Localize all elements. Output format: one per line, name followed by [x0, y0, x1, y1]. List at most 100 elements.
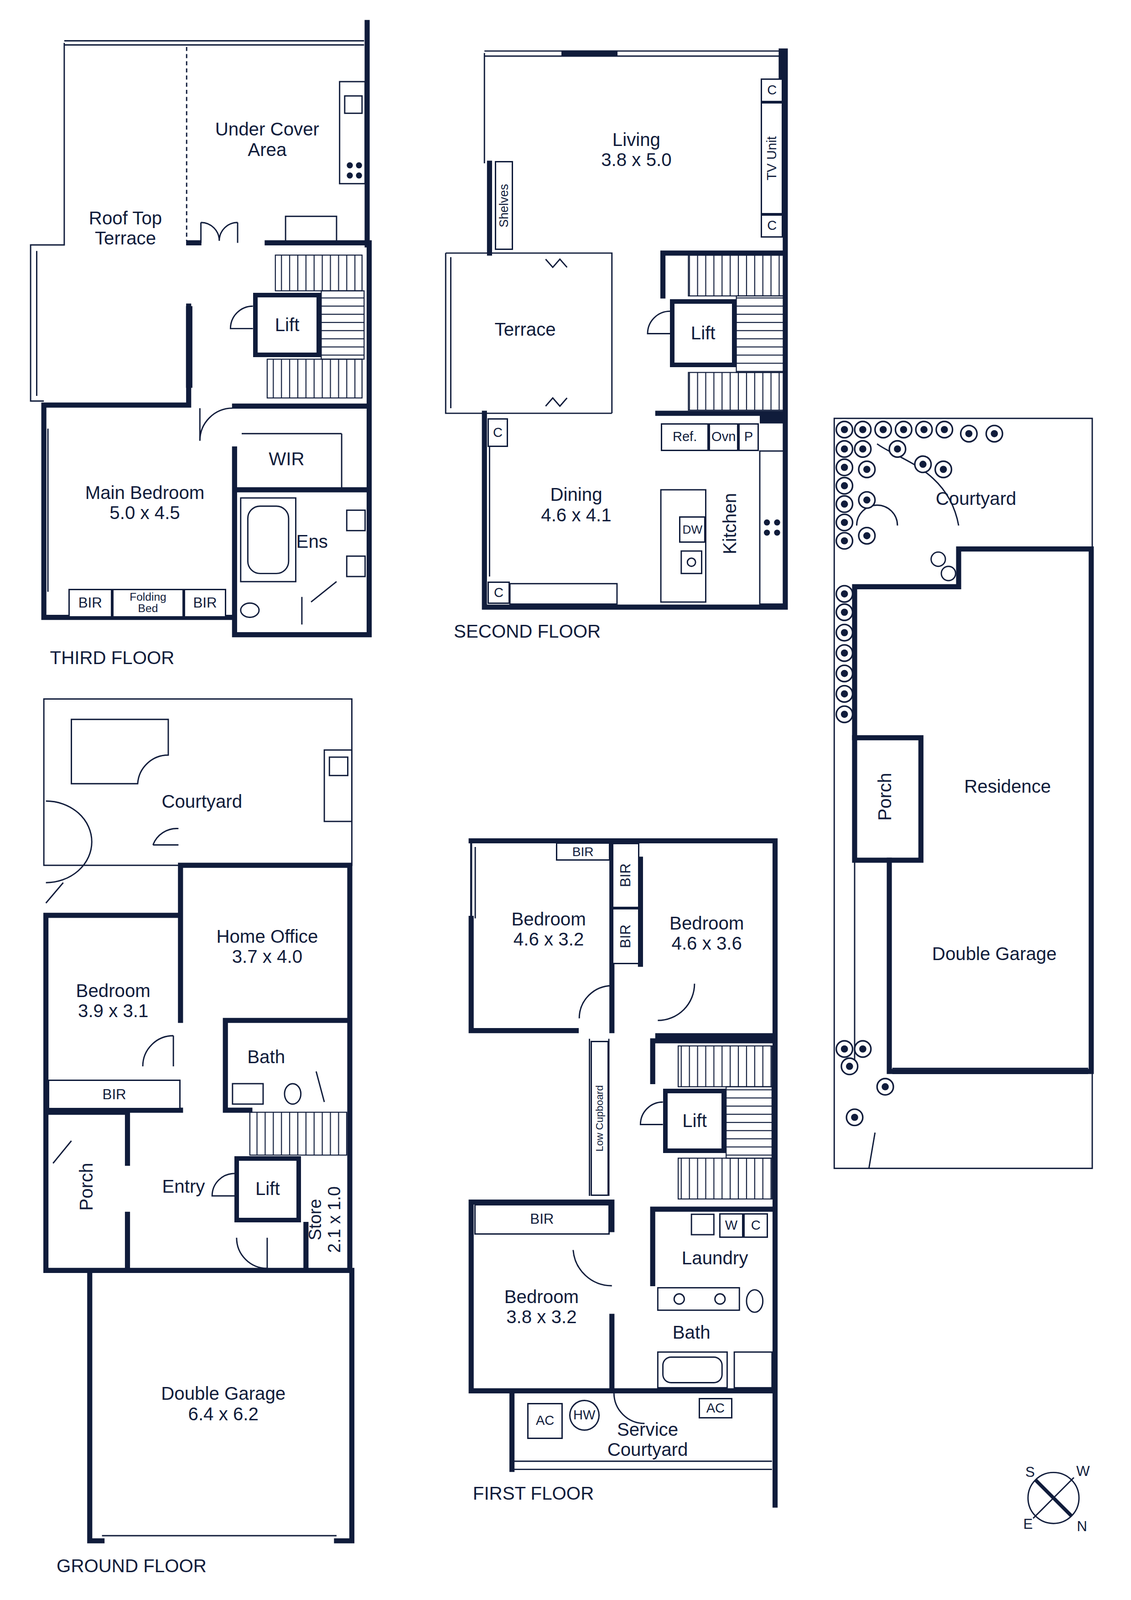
fixture-label: Lift [690, 322, 716, 343]
compass-letter: N [1076, 1518, 1088, 1535]
site-plan-trees [858, 527, 876, 545]
site-plan-trees [914, 456, 932, 473]
text-group: BIR [618, 924, 633, 949]
site-plan-trees [889, 440, 906, 457]
room-label: CCDining4.6 x 4.1 [487, 416, 656, 605]
site-plan-trees [836, 665, 853, 682]
fixture-label: C [767, 219, 777, 233]
room-name: Bath [672, 1322, 711, 1343]
lift-box: Lift [669, 299, 737, 368]
second-floor-thin-lines [647, 311, 670, 334]
site-plan-trees [836, 603, 853, 621]
fixture-label: Low Cupboard [594, 1084, 605, 1152]
ground-floor-thin-lines [212, 1173, 235, 1196]
third-floor-thin-lines [30, 40, 365, 625]
second-floor-thin-lines [681, 550, 702, 574]
third-floor-thin-lines [240, 602, 260, 618]
second-floor-thin-lines [660, 489, 706, 602]
lift-box: Lift [253, 292, 322, 358]
compass [1027, 1472, 1080, 1524]
text-group: Courtyard [935, 488, 1017, 509]
compass-letter: W [1076, 1463, 1090, 1480]
room-name: Porch [875, 773, 896, 821]
room-label: Roof Top Terrace [40, 188, 184, 271]
room-name: Courtyard [161, 791, 243, 812]
fixture-label: Ref. [672, 430, 697, 444]
text-group: TV Unit [765, 135, 779, 181]
ground-floor-walls [46, 865, 353, 1541]
fixture-box: BIR [612, 842, 640, 908]
site-plan-trees [876, 1078, 894, 1095]
room-label: Home Office3.7 x 4.0 [183, 868, 348, 1016]
third-floor-stairs [321, 290, 364, 360]
second-floor-walls [484, 51, 786, 608]
text-group: Bedroom4.6 x 3.2 [511, 909, 586, 950]
third-floor-thin-lines [199, 408, 233, 441]
site-plan-trees [841, 1058, 858, 1075]
text-group: Double Garage6.4 x 6.2 [160, 1383, 286, 1425]
fixture-box: Ovn [708, 423, 739, 451]
text-group: BIR [192, 596, 217, 611]
site-plan-trees [836, 421, 1003, 1126]
room-label: Entry [142, 1162, 225, 1209]
text-group: Entry [162, 1176, 206, 1197]
site-plan-walls [854, 737, 921, 861]
room-dimension: 3.8 x 3.2 [504, 1307, 579, 1328]
text-group: HW [573, 1408, 596, 1422]
room-name: Store [306, 1186, 326, 1253]
text-group: Lift [255, 1178, 281, 1199]
fixture-box: DW [679, 516, 706, 543]
third-floor-thin-lines [346, 555, 365, 577]
room-name: Home Office [216, 926, 318, 947]
third-floor-cooktop [355, 172, 362, 179]
first-floor-thin-lines [674, 1293, 685, 1304]
text-group: Kitchen [720, 492, 741, 555]
first-floor-thin-lines [475, 846, 773, 1470]
second-floor-walls [484, 51, 786, 608]
second-floor-thin-lines [759, 451, 786, 605]
site-plan-trees [915, 421, 933, 438]
third-floor-thin-lines [301, 581, 337, 625]
room-label: Double Garage6.4 x 6.2 [92, 1273, 349, 1538]
room-name: Kitchen [720, 492, 741, 555]
text-group: Dining4.6 x 4.1 [540, 484, 612, 526]
room-dimension: 4.6 x 3.6 [669, 933, 744, 954]
first-floor-thin-lines [657, 1351, 727, 1388]
room-label: Courtyard [897, 479, 1056, 521]
room-dimension: 3.8 x 5.0 [601, 150, 672, 171]
fixture-box: Folding Bed [112, 588, 184, 618]
site-plan-trees [985, 425, 1003, 442]
site-plan-trees [858, 461, 876, 478]
second-floor-stairs [688, 254, 785, 410]
third-floor-thin-lines [30, 40, 364, 592]
room-name: Roof Top Terrace [69, 208, 182, 250]
text-group: Porch [875, 773, 896, 821]
text-group: Double Garage [932, 944, 1057, 965]
lift-box: Lift [234, 1156, 301, 1223]
fixture-label: DW [682, 523, 703, 536]
compass [1032, 1477, 1074, 1519]
site-plan-trees [854, 1040, 872, 1058]
third-floor-thin-lines [186, 46, 188, 241]
room-name: Bedroom [511, 909, 586, 930]
text-group: BIR [618, 863, 633, 888]
site-plan-thin-lines [931, 551, 946, 566]
ground-floor-thin-lines [46, 828, 179, 903]
second-floor-cooktop [763, 529, 770, 536]
fixture-box: AC [698, 1397, 733, 1419]
room-dimension: 3.7 x 4.0 [216, 946, 318, 967]
site-plan-trees [836, 532, 853, 550]
first-floor-walls [470, 840, 473, 919]
site-plan-thin-lines [941, 566, 956, 581]
ground-floor-walls [46, 865, 353, 1541]
fixture-label: C [492, 425, 503, 440]
second-floor-thin-lines [445, 51, 786, 605]
fixture-label: Lift [274, 314, 300, 335]
second-floor-cooktop [773, 519, 780, 526]
fixture-box: C [760, 214, 784, 238]
site-plan-thin-lines [834, 418, 1093, 1168]
room-name: Ens [296, 531, 328, 552]
room-name: Laundry [681, 1247, 748, 1268]
text-group: P [744, 430, 753, 444]
text-group: Terrace [494, 319, 556, 340]
